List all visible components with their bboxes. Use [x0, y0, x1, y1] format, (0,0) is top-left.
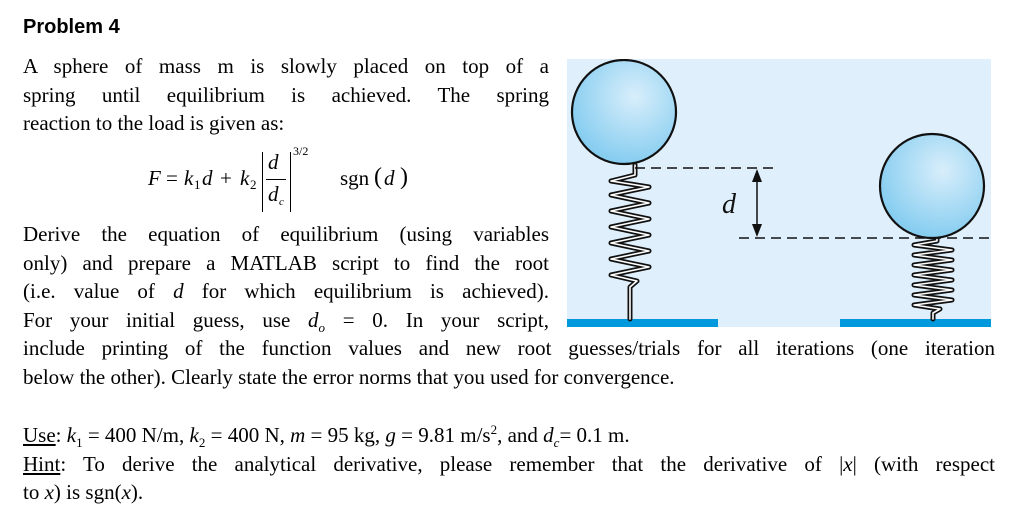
eq-paren-open: ( [374, 164, 382, 190]
text: For your initial guess, use [23, 307, 309, 332]
intro-line: A sphere of mass m is slowly placed on t… [23, 54, 549, 78]
abs-bar-right [290, 152, 292, 212]
var-dc: d [543, 423, 554, 447]
eq-paren-close: ) [400, 164, 408, 190]
text: | (with respect [852, 451, 995, 476]
var-x: x [121, 480, 131, 504]
eq-d: d [202, 166, 213, 190]
spring-sphere-diagram: d [567, 59, 991, 327]
g-unit-exponent: 2 [490, 422, 498, 437]
var-k1-sub: 1 [76, 435, 83, 451]
eq-numerator: d [268, 150, 279, 174]
eq-sgn: sgn [340, 166, 370, 190]
task-continuation: include printing of the function values … [23, 334, 995, 391]
right-ground-base [840, 319, 991, 327]
dimension-arrow-icon [752, 169, 762, 237]
var-x: x [44, 480, 54, 504]
hint-label: Hint [23, 451, 61, 476]
var-k2-sub: 2 [198, 435, 206, 451]
task-line: Derive the equation of equilibrium (usin… [23, 222, 549, 246]
abs-bar-left [262, 152, 264, 212]
problem-title: Problem 4 [23, 16, 120, 38]
problem-intro: A sphere of mass m is slowly placed on t… [23, 52, 549, 138]
spring-force-equation: F = k 1 d + k 2 d d c 3/2 sgn ( d ) [148, 144, 448, 216]
m-value: = 95 kg, [305, 423, 386, 447]
dc-value: = 0.1 m. [559, 423, 630, 447]
use-line: Use: k1 = 400 N/m, k2 = 400 N, m = 95 kg… [23, 421, 995, 450]
eq-plus: + [220, 166, 232, 190]
fraction-line [266, 179, 286, 181]
use-label: Use [23, 423, 56, 447]
text: to [23, 480, 45, 504]
var-d0-sub: o [318, 319, 326, 335]
k1-value: = 400 N/m, [82, 423, 190, 447]
intro-line: spring until equilibrium is achieved. Th… [23, 82, 549, 107]
hint-line: Hint: To derive the analytical derivativ… [23, 450, 995, 479]
eq-k1: k [184, 166, 194, 190]
eq-k2-sub: 2 [250, 177, 257, 192]
left-sphere [570, 59, 678, 166]
task-line: (i.e. value of d for which equilibrium i… [23, 277, 549, 306]
text: (i.e. value of [23, 279, 174, 303]
eq-sgn-arg: d [384, 166, 395, 190]
var-dc-sub: c [553, 435, 560, 451]
eq-k2: k [240, 166, 250, 190]
k2-value: = 400 N, [205, 423, 291, 447]
var-k2: k [189, 423, 199, 447]
g-value: = 9.81 m/s [395, 423, 491, 447]
var-x: x [843, 451, 853, 476]
var-k1: k [66, 423, 77, 447]
task-line: For your initial guess, use do = 0. In y… [23, 306, 549, 335]
text: for which equilibrium is achieved). [183, 279, 549, 303]
text: , and [497, 423, 544, 447]
var-g: g [385, 423, 396, 447]
left-spring-icon [608, 162, 652, 322]
right-spring-icon [911, 234, 955, 322]
text: ) is sgn( [53, 480, 122, 504]
eq-denominator: d [268, 182, 279, 206]
dimension-label-d: d [722, 189, 737, 220]
eq-denominator-sub: c [279, 196, 284, 208]
intro-line: reaction to the load is given as: [23, 111, 285, 135]
left-ground-base [567, 319, 718, 327]
text: ). [130, 480, 144, 504]
right-sphere [878, 132, 986, 240]
eq-k1-sub: 1 [194, 177, 201, 192]
given-values: Use: k1 = 400 N/m, k2 = 400 N, m = 95 kg… [23, 421, 995, 507]
task-description: Derive the equation of equilibrium (usin… [23, 220, 549, 334]
hint-line: to x) is sgn(x). [23, 478, 995, 507]
var-m: m [290, 423, 306, 447]
task-line: below the other). Clearly state the erro… [23, 364, 675, 389]
var-d0: d [308, 307, 319, 332]
text: : [55, 423, 67, 447]
task-line: only) and prepare a MATLAB script to fin… [23, 250, 549, 275]
text: : To derive the analytical derivative, p… [60, 451, 844, 476]
text: = 0. In your script, [325, 307, 549, 332]
task-line: include printing of the function values … [23, 336, 995, 360]
eq-F: F [148, 166, 161, 190]
eq-equals: = [166, 166, 178, 190]
eq-exponent: 3/2 [293, 144, 309, 158]
var-d: d [173, 279, 184, 303]
